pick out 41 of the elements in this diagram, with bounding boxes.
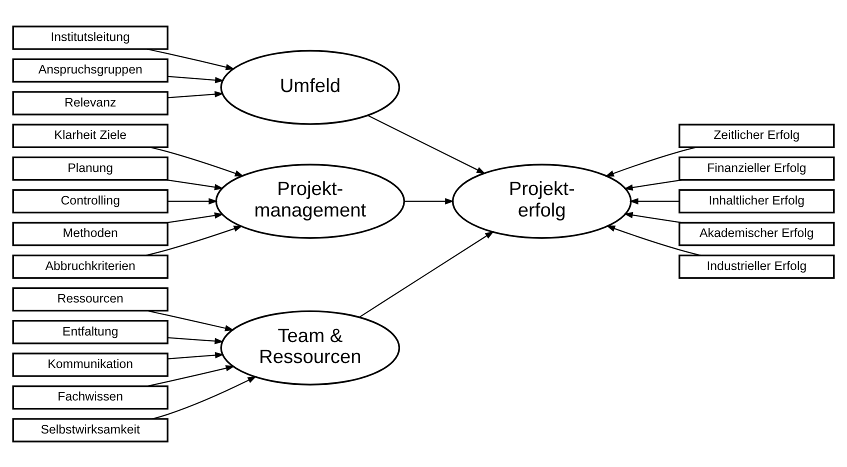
node-box: Selbstwirksamkeit bbox=[12, 418, 168, 442]
arrow bbox=[168, 336, 224, 344]
node-box: Methoden bbox=[12, 221, 168, 246]
arrow bbox=[606, 225, 701, 256]
node-box: Ressourcen bbox=[12, 286, 168, 312]
node-box: Industrieller Erfolg bbox=[678, 254, 835, 278]
node-box: Inhaltlicher Erfolg bbox=[678, 188, 835, 213]
arrow bbox=[166, 212, 224, 223]
arrow bbox=[359, 230, 494, 318]
arrow bbox=[367, 114, 486, 174]
node-box: Fachwissen bbox=[12, 384, 168, 410]
node-ellipse: Umfeld bbox=[220, 49, 400, 124]
arrow bbox=[146, 225, 243, 256]
node-box: Anspruchsgruppen bbox=[12, 58, 168, 82]
arrow bbox=[146, 310, 234, 331]
arrow bbox=[168, 75, 224, 83]
node-box: Institutsleitung bbox=[12, 25, 168, 50]
node-box: Akademischer Erfolg bbox=[678, 221, 835, 246]
node-box: Planung bbox=[12, 156, 168, 180]
arrow bbox=[168, 352, 224, 359]
arrow bbox=[629, 198, 680, 204]
arrow bbox=[604, 146, 697, 176]
node-box: Finanzieller Erfolg bbox=[678, 156, 835, 180]
arrow bbox=[168, 90, 224, 98]
arrow bbox=[147, 364, 235, 386]
node-ellipse: Team & Ressourcen bbox=[220, 310, 400, 385]
arrow bbox=[166, 178, 224, 190]
arrow bbox=[147, 48, 235, 70]
arrow bbox=[624, 178, 682, 190]
node-box: Relevanz bbox=[12, 90, 168, 115]
node-box: Kommunikation bbox=[12, 352, 168, 376]
node-box: Controlling bbox=[12, 188, 168, 213]
arrow bbox=[624, 211, 682, 223]
node-box: Abbruchkriterien bbox=[12, 254, 168, 278]
node-box: Entfaltung bbox=[12, 319, 168, 344]
arrow bbox=[150, 146, 244, 176]
arrow bbox=[168, 198, 218, 204]
node-box: Klarheit Ziele bbox=[12, 123, 168, 148]
node-box: Zeitlicher Erfolg bbox=[678, 123, 835, 148]
arrow bbox=[152, 376, 257, 419]
arrow bbox=[404, 198, 454, 204]
